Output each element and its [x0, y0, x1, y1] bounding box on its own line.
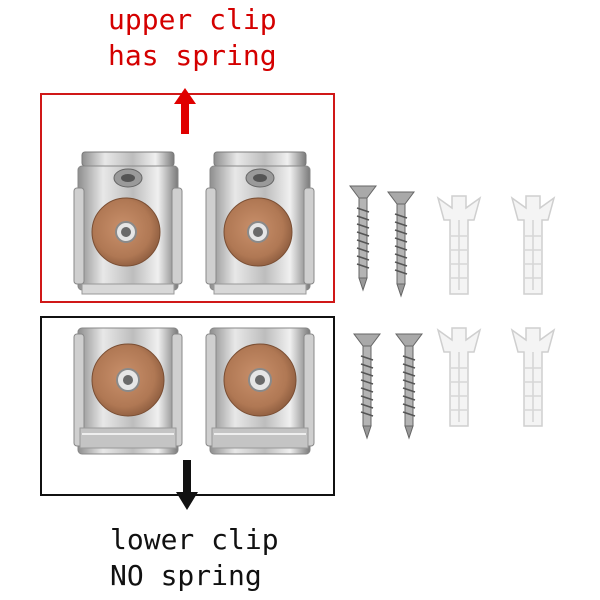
upper-clip-label-line1: upper clip — [108, 3, 277, 36]
lower-clip-label: lower clip NO spring — [110, 522, 279, 594]
arrow-down-icon — [176, 460, 198, 510]
lower-clip-no-spring — [205, 327, 315, 455]
screw-icon — [353, 333, 381, 440]
lower-clip-no-spring — [73, 327, 183, 455]
screw-icon — [349, 185, 377, 292]
screw-icon — [387, 191, 415, 298]
upper-clip-with-spring — [73, 151, 183, 295]
wall-anchor-icon — [436, 195, 482, 295]
screw-icon — [395, 333, 423, 440]
upper-clip-with-spring — [205, 151, 315, 295]
lower-clip-label-line2: NO spring — [110, 559, 262, 592]
wall-anchor-icon — [510, 327, 556, 427]
arrow-up-icon — [174, 88, 196, 134]
lower-clip-label-line1: lower clip — [110, 523, 279, 556]
wall-anchor-icon — [436, 327, 482, 427]
wall-anchor-icon — [510, 195, 556, 295]
upper-clip-label-line2: has spring — [108, 39, 277, 72]
upper-clip-label: upper clip has spring — [108, 2, 277, 74]
